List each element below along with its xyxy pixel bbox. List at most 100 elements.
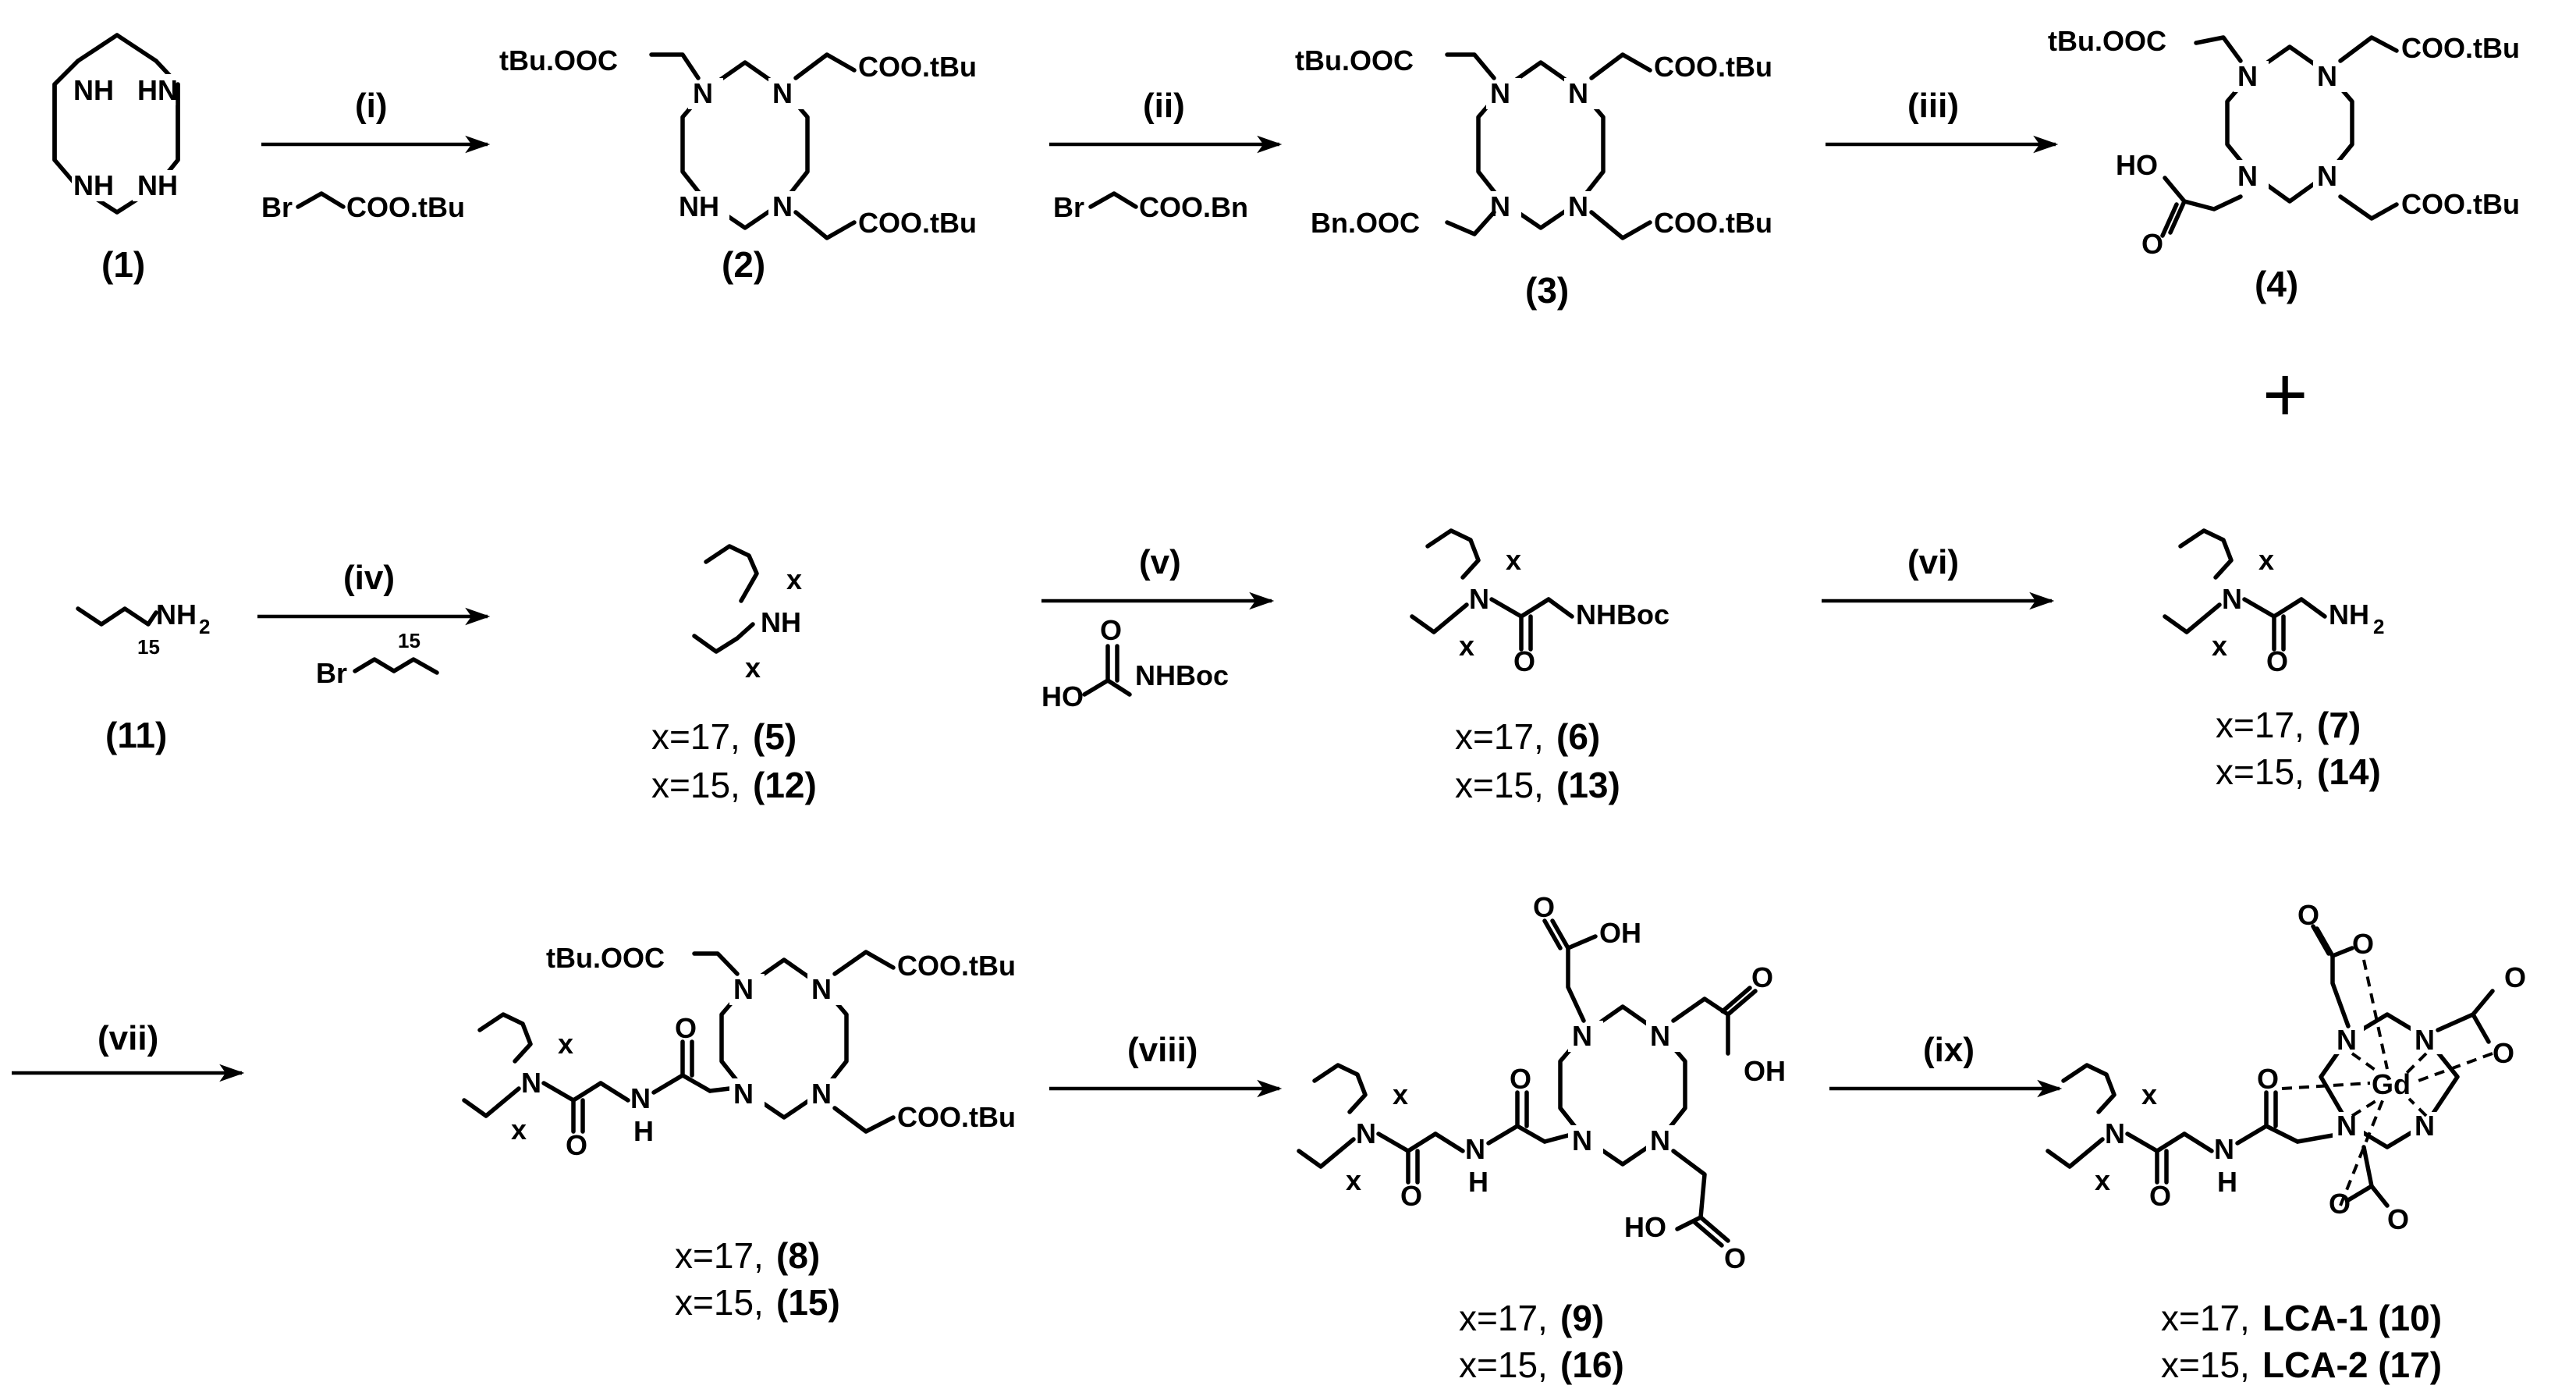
reagent-ester: COO.tBu	[346, 191, 465, 223]
nh-atom: NH	[679, 190, 719, 222]
gd-atom: Gd	[2372, 1068, 2411, 1100]
plus-sign: +	[2262, 351, 2308, 439]
coordination-bond	[2405, 1052, 2428, 1075]
reagent-br: Br	[261, 191, 293, 223]
nh-atom: NH	[137, 169, 178, 201]
n-atom: N	[1568, 190, 1588, 222]
chain-x: x	[1506, 544, 1521, 576]
arm-coo-tbu: COO.tBu	[897, 950, 1016, 982]
carbonyl-o: O	[1400, 1180, 1422, 1212]
carboxylate-o: O	[2493, 1037, 2514, 1069]
carboxylate-o: O	[2352, 928, 2374, 960]
compound-prefix: x=15,	[651, 765, 740, 805]
chain-x: x	[1346, 1164, 1361, 1196]
carboxylate-o: O	[2297, 899, 2319, 931]
nh-atom: NH	[73, 74, 114, 106]
n-atom: N	[1490, 77, 1510, 109]
chain-x: x	[745, 652, 761, 684]
acid-o: O	[1724, 1242, 1746, 1274]
compound-prefix: x=15,	[2161, 1345, 2250, 1385]
compound-label-8: (8)	[776, 1235, 820, 1276]
compound-5: NH x x x=17, (5) x=15, (12)	[651, 544, 817, 805]
acid-oh: OH	[1744, 1055, 1786, 1087]
n-atom: N	[733, 973, 754, 1005]
compound-prefix: x=15,	[675, 1282, 764, 1323]
compound-label-16: (16)	[1560, 1345, 1624, 1385]
carbonyl-o: O	[2257, 1063, 2279, 1095]
compound-label-13: (13)	[1556, 765, 1620, 805]
coordination-bond	[2407, 1097, 2428, 1117]
acid-o: O	[1751, 961, 1773, 993]
n-atom: N	[2336, 1024, 2357, 1056]
compound-9: N O N H O N N N N O OH O OH HO O x x x=1…	[1297, 891, 1786, 1385]
arm-tbu-ooc: tBu.OOC	[1295, 44, 1414, 76]
chain-x: x	[2212, 630, 2227, 662]
arm-tbu-ooc: tBu.OOC	[2048, 25, 2166, 57]
n-atom: N	[811, 1078, 832, 1110]
amide-nh: N	[1465, 1133, 1485, 1165]
compound-label-7: (7)	[2317, 705, 2361, 745]
arm-tbu-ooc: tBu.OOC	[546, 942, 665, 974]
compound-label-6: (6)	[1556, 716, 1600, 757]
n-atom: N	[811, 973, 832, 1005]
acid-o: O	[1533, 891, 1555, 923]
compound-prefix: x=17,	[2216, 705, 2305, 745]
nhboc-group: NHBoc	[1576, 599, 1669, 631]
n-atom: N	[2237, 60, 2258, 92]
compound-label-4: (4)	[2255, 264, 2298, 304]
compound-11: NH 2 15 (11)	[76, 599, 210, 755]
n-atom: N	[1650, 1020, 1670, 1052]
amide-h: H	[1468, 1166, 1488, 1198]
reagent-ester: COO.Bn	[1139, 191, 1248, 223]
compound-4: N N N N tBu.OOC COO.tBu COO.tBu HO O (4)	[2048, 25, 2520, 304]
amine-nh: NH	[2329, 599, 2369, 631]
n-atom: N	[2317, 60, 2337, 92]
compound-label-1: (1)	[101, 244, 145, 285]
n-atom: N	[1572, 1124, 1592, 1156]
step-ix: (ix)	[1829, 1031, 2063, 1098]
nh-atom: NH	[73, 169, 114, 201]
step-viii: (viii)	[1049, 1031, 1283, 1098]
n-atom: N	[1490, 190, 1510, 222]
repeat-count: 15	[137, 635, 160, 659]
arm-coo-tbu: COO.tBu	[2401, 188, 2520, 220]
coordination-bond	[2351, 1097, 2381, 1117]
carbonyl-o: O	[2149, 1180, 2171, 1212]
step-iii: (iii)	[1826, 87, 2059, 154]
amide-n: N	[2105, 1117, 2125, 1149]
compound-3: N N N N tBu.OOC COO.tBu Bn.OOC COO.tBu (…	[1295, 44, 1772, 311]
reagent-br: Br	[1053, 191, 1084, 223]
reagent-ho: HO	[1041, 680, 1084, 712]
arm-coo-tbu: COO.tBu	[897, 1101, 1016, 1133]
chain-x: x	[1393, 1078, 1408, 1110]
amide-nh: N	[630, 1082, 651, 1114]
step-v: (v) HO O NHBoc	[1041, 543, 1275, 712]
repeat-count: 15	[398, 629, 420, 652]
compound-prefix: x=17,	[2161, 1298, 2250, 1338]
step-label: (v)	[1139, 543, 1181, 581]
acid-ho: HO	[2116, 149, 2158, 181]
amide-n: N	[521, 1067, 541, 1099]
chain-x: x	[2141, 1078, 2157, 1110]
chain-x: x	[1459, 630, 1474, 662]
step-i: (i) Br COO.tBu	[261, 87, 491, 223]
amine-nh: NH	[761, 606, 801, 638]
chain-x: x	[511, 1114, 527, 1146]
compound-label-9: (9)	[1560, 1298, 1604, 1338]
compound-label-14: (14)	[2317, 751, 2381, 792]
amine-nh: NH	[156, 599, 197, 631]
compound-prefix: x=17,	[675, 1235, 764, 1276]
compound-label-5: (5)	[753, 716, 797, 757]
n-atom: N	[1568, 77, 1588, 109]
n-atom: N	[693, 77, 713, 109]
carbonyl-o: O	[1513, 645, 1535, 677]
reagent-o: O	[1100, 614, 1122, 646]
compound-10-gd-complex: N O N H O N N N N Gd O O O O O O	[2046, 899, 2526, 1385]
step-iv: (iv) Br 15	[257, 559, 491, 689]
step-label: (iv)	[343, 559, 395, 597]
compound-1-cyclen: NH HN NH NH (1)	[52, 33, 180, 285]
amide-h: H	[633, 1115, 654, 1147]
arm-coo-tbu: COO.tBu	[1654, 207, 1772, 239]
compound-6: N O NHBoc x x x=17, (6) x=15, (13)	[1410, 528, 1669, 805]
